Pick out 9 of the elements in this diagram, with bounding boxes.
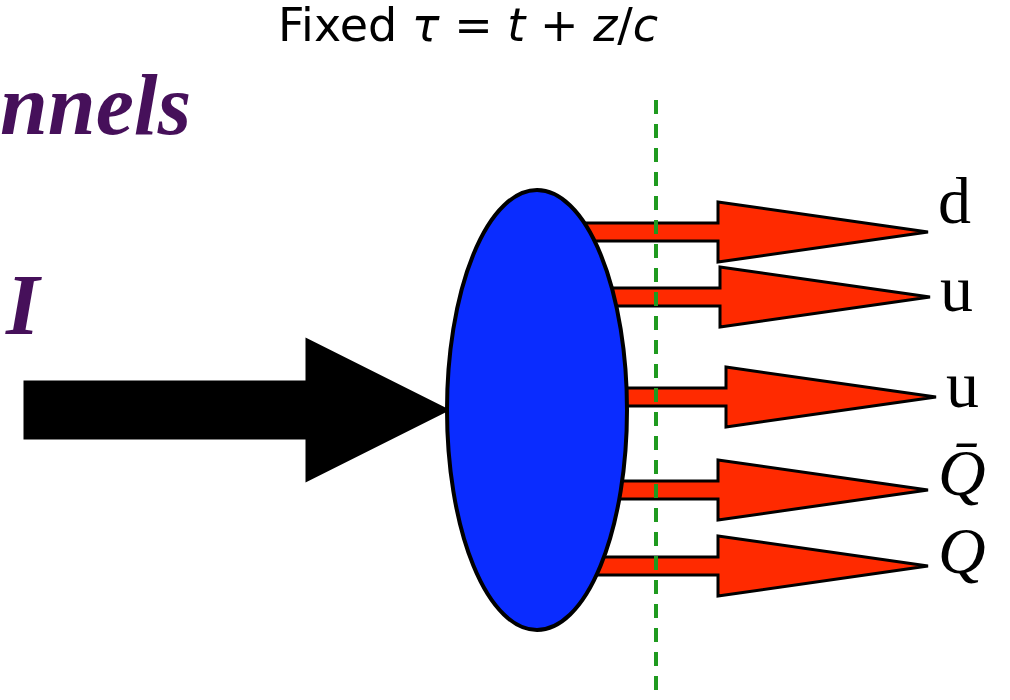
ellipse bbox=[445, 188, 629, 632]
particle-label: Q bbox=[938, 518, 986, 584]
heading-text: nnels bbox=[0, 62, 192, 148]
heading-text: I bbox=[6, 262, 40, 348]
particle-label: Q̄ bbox=[938, 440, 986, 506]
particle-label: u bbox=[940, 256, 973, 322]
particle-label: d bbox=[938, 168, 971, 234]
particle-label: u bbox=[946, 352, 979, 418]
fixed-time-label: Fixed τ = t + z/c bbox=[278, 2, 659, 48]
